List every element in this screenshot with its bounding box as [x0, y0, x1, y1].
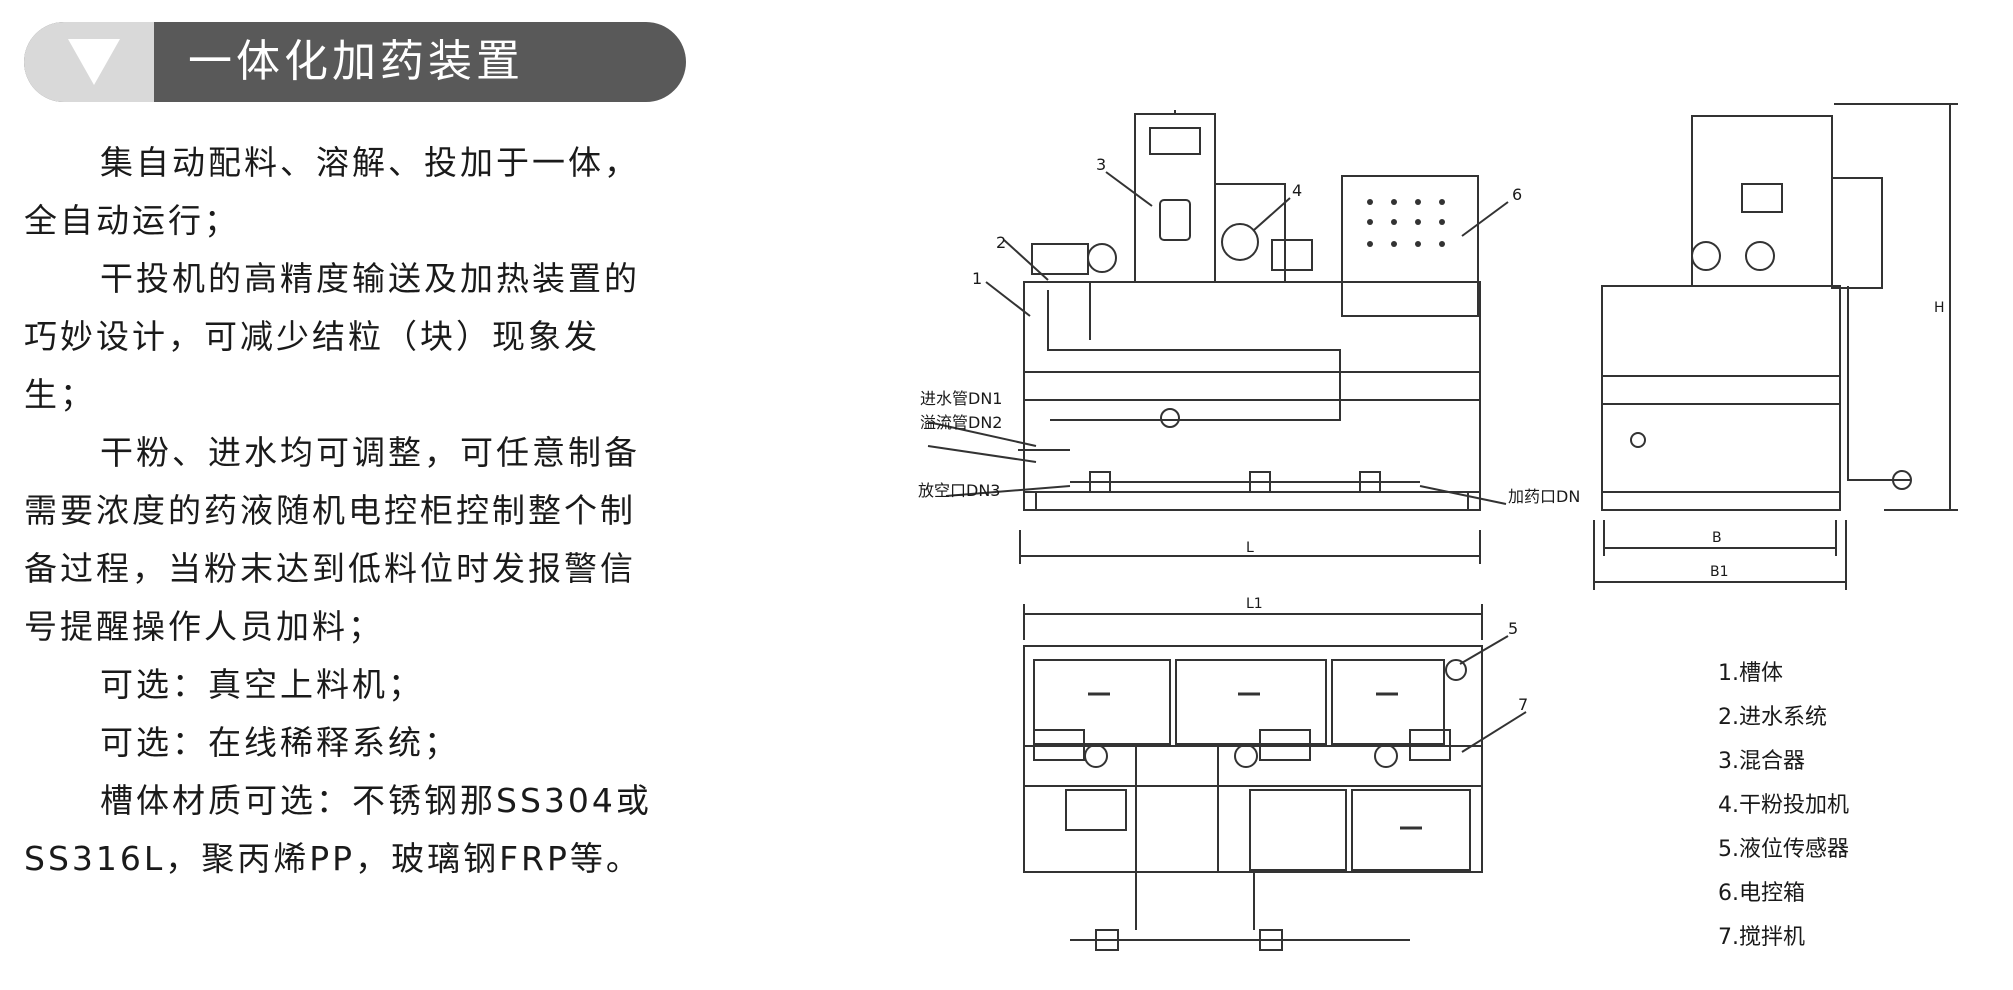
callout-3: 3 — [1096, 155, 1106, 174]
section-header: 一体化加药装置 — [24, 22, 686, 102]
legend-item: 6.电控箱 — [1718, 881, 1805, 906]
mixer-unit — [1134, 113, 1216, 283]
dim-L1: L1 — [1246, 596, 1263, 612]
feeder-motor-icon — [1221, 223, 1259, 261]
side-view — [1593, 103, 1958, 590]
dim-H: H — [1934, 300, 1945, 316]
component-legend: 1.槽体 2.进水系统 3.混合器 4.干粉投加机 5.液位传感器 6.电控箱 7.搅拌机 — [1718, 652, 1849, 960]
legend-item: 4.干粉投加机 — [1718, 793, 1849, 818]
front-view — [927, 110, 1509, 564]
callout-4: 4 — [1292, 181, 1302, 200]
legend-item: 3.混合器 — [1718, 749, 1805, 774]
dim-B: B — [1712, 530, 1722, 546]
body-line: 全自动运行； — [24, 201, 240, 240]
callout-2: 2 — [996, 233, 1006, 252]
label-overflow: 溢流管DN2 — [920, 413, 1002, 432]
body-line: 巧妙设计，可减少结粒（块）现象发 — [24, 317, 600, 356]
body-line: 可选：真空上料机； — [100, 665, 424, 704]
label-inlet: 进水管DN1 — [920, 389, 1002, 408]
body-line: 备过程，当粉末达到低料位时发报警信 — [24, 549, 636, 588]
body-line: 号提醒操作人员加料； — [24, 607, 384, 646]
body-line: 生； — [24, 375, 96, 414]
body-line: 可选：在线稀释系统； — [100, 723, 460, 762]
legend-item: 7.搅拌机 — [1718, 925, 1805, 950]
body-line: SS316L，聚丙烯PP，玻璃钢FRP等。 — [24, 839, 642, 878]
body-line: 需要浓度的药液随机电控柜控制整个制 — [24, 491, 636, 530]
side-gauge-icon — [1630, 432, 1646, 448]
callout-5: 5 — [1508, 619, 1518, 638]
callout-6: 6 — [1512, 185, 1522, 204]
label-dosing: 加药口DN — [1508, 487, 1580, 506]
description-text: 集自动配料、溶解、投加于一体， 全自动运行； 干投机的高精度输送及加热装置的巧妙设计… — [24, 134, 730, 888]
header-tab — [24, 22, 154, 102]
body-line: 干投机的高精度输送及加热装置的 — [100, 259, 640, 298]
body-line: 槽体材质可选：不锈钢那SS304或 — [100, 781, 652, 820]
callout-7: 7 — [1518, 695, 1528, 714]
legend-item: 1.槽体 — [1718, 661, 1783, 686]
triangle-down-icon — [68, 39, 120, 85]
legend-item: 2.进水系统 — [1718, 705, 1827, 730]
level-sensor-icon — [1445, 659, 1467, 681]
label-drain: 放空口DN3 — [918, 481, 1000, 500]
side-tank — [1601, 285, 1841, 511]
body-line: 集自动配料、溶解、投加于一体， — [100, 143, 640, 182]
control-cabinet — [1341, 175, 1479, 317]
callout-1: 1 — [972, 269, 982, 288]
top-view — [1023, 604, 1527, 951]
dim-B1: B1 — [1710, 564, 1729, 580]
legend-item: 5.液位传感器 — [1718, 837, 1849, 862]
section-title: 一体化加药装置 — [188, 36, 524, 87]
dim-L: L — [1246, 540, 1254, 556]
body-line: 干粉、进水均可调整，可任意制备 — [100, 433, 640, 472]
